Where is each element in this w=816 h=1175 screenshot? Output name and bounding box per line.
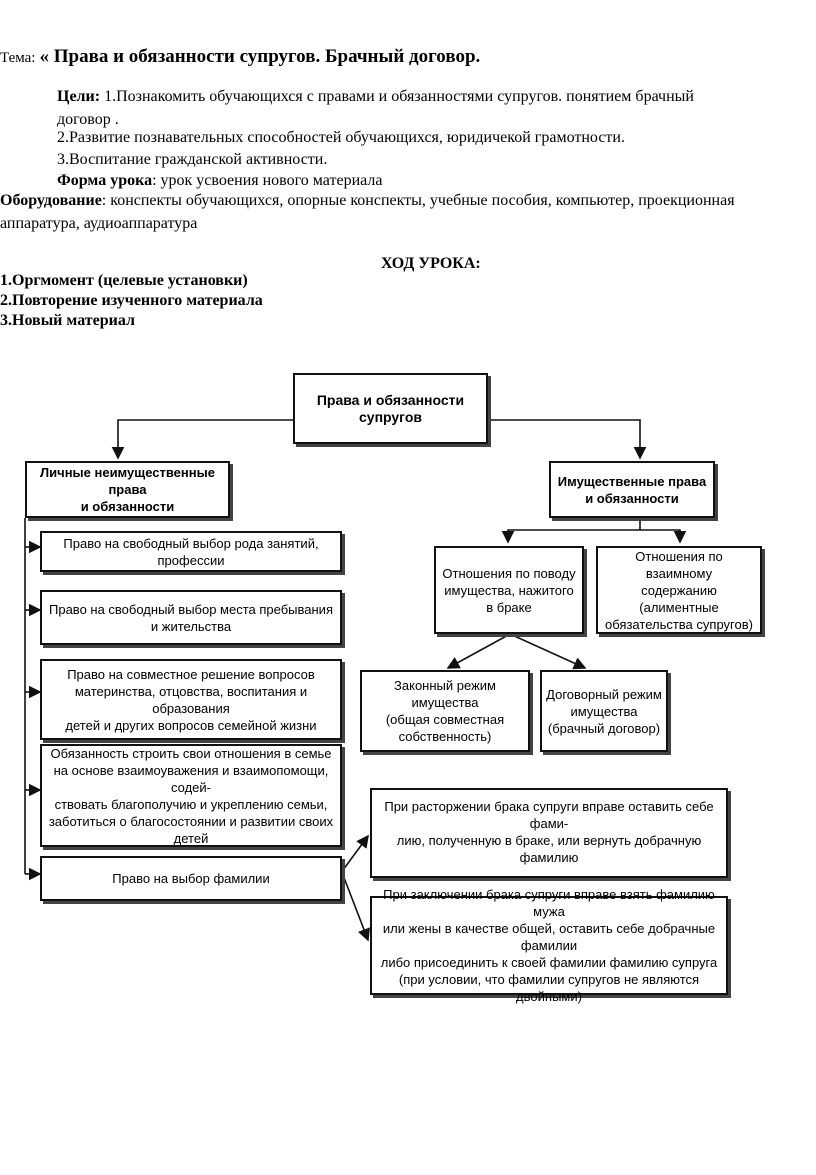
property-rights-head: Имущественные права и обязанности [549, 461, 715, 518]
property-relations-box: Отношения по поводу имущества, нажитого … [434, 546, 584, 634]
lesson-step-1: 1.Оргмомент (целевые установки) [0, 272, 248, 289]
property-rights-head-label: Имущественные права и обязанности [557, 473, 707, 506]
equipment-line-1: Оборудование: конспекты обучающихся, опо… [0, 192, 735, 210]
marriage-surname-label: При заключении брака супруги вправе взят… [380, 887, 718, 1004]
lesson-heading: ХОД УРОКА: [381, 255, 481, 272]
form-label: Форма урока [57, 172, 153, 189]
maintenance-label: Отношения по взаимному содержанию (алиме… [605, 548, 753, 632]
left-item-profession: Право на свободный выбор рода занятий, п… [40, 531, 342, 572]
marriage-surname-box: При заключении брака супруги вправе взят… [370, 887, 728, 1004]
legal-regime-box: Законный режим имущества (общая совместн… [360, 670, 530, 752]
lesson-step-3: 3.Новый материал [0, 312, 135, 329]
lesson-step-2: 2.Повторение изученного материала [0, 292, 263, 309]
left-item-family-duty-label: Обязанность строить свои отношения в сем… [48, 745, 334, 846]
topic-line: Тема: « Права и обязанности супругов. Бр… [0, 46, 480, 68]
goal-1-line-2: договор . [57, 111, 119, 128]
form-value: : урок усвоения нового материала [152, 172, 383, 189]
goal-1-line-1: 1.Познакомить обучающихся с правами и об… [104, 88, 694, 105]
left-item-profession-label: Право на свободный выбор рода занятий, п… [63, 535, 319, 568]
equipment-line-2: аппаратура, аудиоаппаратура [0, 215, 198, 232]
left-item-joint-decisions: Право на совместное решение вопросов мат… [40, 659, 342, 740]
divorce-surname-label: При расторжении брака супруги вправе ост… [384, 799, 714, 865]
property-relations-label: Отношения по поводу имущества, нажитого … [442, 565, 576, 615]
goals-line-1: Цели: 1.Познакомить обучающихся с правам… [57, 88, 694, 106]
contract-regime-box: Договорный режим имущества (брачный дого… [540, 670, 668, 752]
lesson-form: Форма урока: урок усвоения нового матери… [57, 172, 382, 190]
diagram-root-label: Права и обязанности супругов [316, 391, 465, 425]
goal-2: 2.Развитие познавательных способностей о… [57, 129, 625, 146]
personal-rights-head-label: Личные неимущественные права и обязаннос… [40, 465, 215, 514]
topic-title: « Права и обязанности супругов. Брачный … [39, 46, 481, 67]
left-item-residence-label: Право на свободный выбор места пребывани… [49, 601, 333, 634]
equipment-label: Оборудование [0, 192, 102, 209]
left-item-surname-label: Право на выбор фамилии [112, 871, 270, 886]
maintenance-box: Отношения по взаимному содержанию (алиме… [596, 546, 762, 634]
left-item-family-duty: Обязанность строить свои отношения в сем… [40, 744, 342, 847]
goal-3: 3.Воспитание гражданской активности. [57, 151, 328, 168]
left-item-surname: Право на выбор фамилии [40, 856, 342, 901]
equipment-value: : конспекты обучающихся, опорные конспек… [101, 192, 735, 209]
topic-label: Тема: [0, 50, 36, 66]
left-item-residence: Право на свободный выбор места пребывани… [40, 590, 342, 645]
left-item-joint-decisions-label: Право на совместное решение вопросов мат… [65, 666, 317, 733]
contract-regime-label: Договорный режим имущества (брачный дого… [546, 686, 662, 736]
legal-regime-label: Законный режим имущества (общая совместн… [385, 678, 505, 744]
diagram-root: Права и обязанности супругов [293, 373, 488, 444]
goals-label: Цели: [57, 88, 101, 105]
personal-rights-head: Личные неимущественные права и обязаннос… [25, 461, 230, 518]
divorce-surname-box: При расторжении брака супруги вправе ост… [370, 788, 728, 878]
